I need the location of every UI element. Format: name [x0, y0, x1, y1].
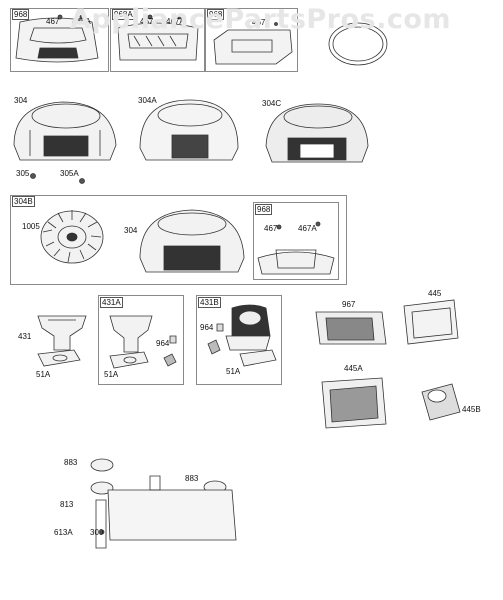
label-967: 967: [342, 300, 356, 309]
label-305: 305: [16, 169, 30, 178]
label-305a: 305A: [60, 169, 79, 178]
group-tag-431a: 431A: [100, 297, 123, 308]
blower-housing-304: [14, 102, 116, 184]
muffler-assembly: [91, 459, 236, 548]
pre-cleaner-967: [316, 312, 386, 344]
blower-cover-968-inner: [258, 222, 334, 274]
label-467a-d: 467A: [298, 224, 317, 233]
label-467-d: 467: [264, 224, 278, 233]
label-431: 431: [18, 332, 32, 341]
group-box-968-inner: [253, 202, 339, 280]
watermark: AppliancePartsPros.com: [70, 4, 452, 35]
label-467-a: 467: [46, 17, 60, 26]
label-883-b: 883: [185, 474, 199, 483]
label-467a-a: 467A: [72, 17, 91, 26]
group-box-968a: [110, 8, 205, 72]
label-304: 304: [14, 96, 28, 105]
blower-housing-304c: [266, 104, 368, 162]
air-cleaner-base-431b: [208, 305, 276, 366]
group-box-431a: [98, 295, 184, 385]
label-445a: 445A: [344, 364, 363, 373]
group-tag-968-cover: 968: [207, 9, 225, 20]
air-cleaner-base-431: [38, 316, 86, 366]
label-304a: 304A: [138, 96, 157, 105]
label-51a-a: 51A: [36, 370, 51, 379]
label-613a: 613A: [54, 528, 73, 537]
label-304c: 304C: [262, 99, 282, 108]
group-tag-968-inner: 968: [255, 204, 273, 215]
blower-housing-304a: [140, 100, 238, 160]
air-filter-445a: [322, 378, 386, 428]
label-813: 813: [60, 500, 74, 509]
group-box-431b: [196, 295, 282, 385]
label-467a-b: 467A: [166, 17, 185, 26]
group-box-304b: [10, 195, 347, 285]
label-964-b: 964: [200, 323, 214, 332]
label-51a-b: 51A: [104, 370, 119, 379]
label-445b: 445B: [462, 405, 481, 414]
group-tag-968a: 968A: [112, 9, 135, 20]
label-304-b: 304: [124, 226, 138, 235]
blower-housing-cover-968: [16, 15, 98, 62]
air-filter-445b: [422, 384, 460, 420]
air-cleaner-base-431a: [110, 316, 176, 368]
group-tag-431b: 431B: [198, 297, 221, 308]
label-964-a: 964: [156, 339, 170, 348]
label-1005: 1005: [22, 222, 40, 231]
blower-housing-cover-968a: [118, 15, 198, 60]
label-300: 300: [90, 528, 104, 537]
blower-housing-304-second: [140, 210, 244, 272]
label-445: 445: [428, 289, 442, 298]
flat-cover-968: [214, 23, 292, 65]
group-box-968-cover: [205, 8, 298, 72]
group-tag-968: 968: [12, 9, 30, 20]
label-883-a: 883: [64, 458, 78, 467]
screen-ring: [329, 23, 387, 65]
group-tag-304b: 304B: [12, 196, 35, 207]
group-box-968: [10, 8, 109, 72]
label-467-c: 467: [252, 18, 266, 27]
flywheel-fan-1005: [41, 210, 103, 263]
air-filter-445: [404, 300, 458, 344]
label-467-b: 467: [140, 17, 154, 26]
label-51a-c: 51A: [226, 367, 241, 376]
